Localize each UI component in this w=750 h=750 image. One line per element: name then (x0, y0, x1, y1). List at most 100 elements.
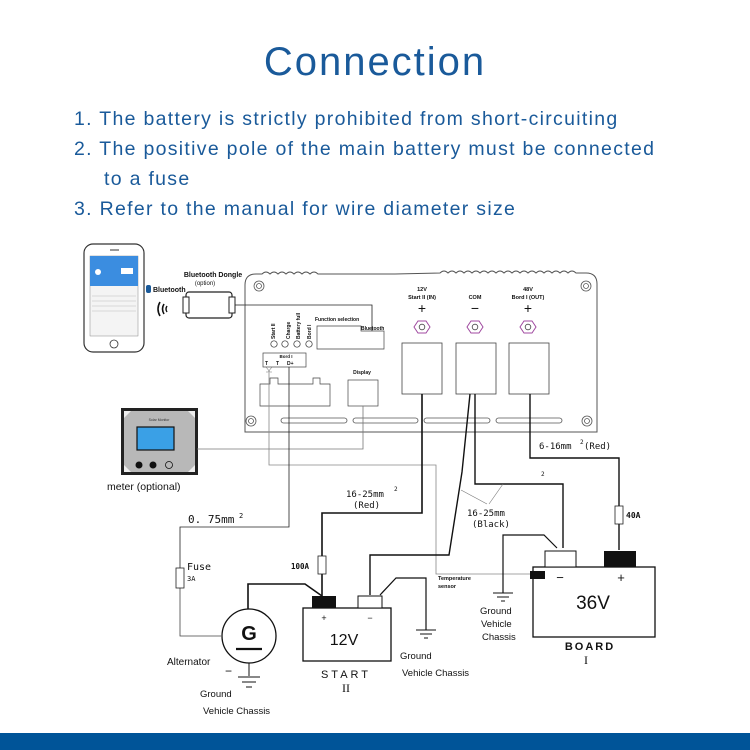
com-wire-board (474, 394, 564, 548)
alternator-wire (247, 583, 323, 612)
pin-t1: T (265, 361, 268, 367)
meter-button (149, 461, 157, 469)
com-wire-label: 16-25mm (467, 509, 505, 519)
chassis-label-alternator: Vehicle Chassis (203, 706, 270, 717)
fuse-100a-label: 100A (291, 562, 310, 571)
bluetooth-indicator: Bluetooth (146, 285, 186, 317)
ground-label-board: Ground (480, 606, 512, 617)
function-selection-label: Function selection (315, 317, 359, 323)
start-battery-numeral: II (342, 681, 350, 695)
fuse-100a (317, 555, 327, 575)
led-battery-full-indicator (293, 340, 301, 348)
dongle-title: Bluetooth Dongle (184, 272, 242, 279)
start-battery: + − 12V (302, 595, 392, 662)
start-battery-plus: + (321, 613, 326, 623)
wire-callout (460, 489, 488, 505)
footer-bar (0, 733, 750, 750)
ground-symbol-alternator (238, 676, 260, 688)
board-battery: − + 36V (530, 550, 656, 638)
terminal-block-title: Bord I (280, 354, 293, 359)
led-charge-indicator (281, 340, 289, 348)
mounting-hole (245, 415, 257, 427)
terminal-com-name: COM (469, 295, 482, 301)
terminal-start-name: Start II (IN) (408, 295, 436, 301)
mounting-hole (581, 415, 593, 427)
terminal-block (262, 352, 307, 368)
board-battery-name: BOARD (565, 641, 615, 653)
function-selection-switch (316, 325, 385, 350)
start-positive-wire (321, 394, 423, 556)
board-battery-numeral: I (584, 653, 588, 667)
signal-wire-sup: 2 (239, 512, 243, 520)
temperature-sensor-label: Temperature (438, 576, 471, 582)
chassis-label-board: Chassis (482, 632, 516, 643)
smartphone (83, 243, 145, 353)
start-battery-positive-terminal (312, 596, 336, 608)
fuse-40a (614, 505, 624, 525)
led-start-indicator (270, 340, 278, 348)
ground-symbol-board (493, 592, 513, 602)
vent-slot (495, 417, 563, 424)
ground-label-start: Ground (400, 651, 432, 662)
meter-cable (197, 406, 364, 450)
start-battery-voltage: 12V (330, 632, 359, 649)
led-label-bord: Bord I (307, 324, 313, 339)
temperature-sensor-label-2: sensor (438, 584, 457, 590)
display-port (347, 379, 379, 407)
signal-wire-d-plus (179, 367, 290, 568)
start-battery-minus: − (367, 613, 372, 623)
fuse-40a-label: 40A (626, 511, 641, 520)
bluetooth-dongle: Bluetooth Dongle (option) (182, 272, 245, 319)
board-battery-voltage: 36V (576, 593, 610, 614)
ground-label-alternator: Ground (200, 689, 232, 700)
page-title: Connection (263, 40, 487, 84)
meter-button (165, 461, 173, 469)
vent-slot (423, 417, 491, 424)
sun-icon (95, 269, 101, 275)
alternator-symbol: G (241, 623, 257, 645)
mounting-hole (253, 280, 265, 292)
terminal-bord-polarity: + (524, 300, 532, 316)
led-bord-indicator (305, 340, 313, 348)
board-battery-plus: + (617, 570, 625, 585)
mounting-hole (580, 280, 592, 292)
temperature-sensor-probe (530, 571, 545, 579)
board-battery-minus: − (556, 570, 564, 585)
pin-t2: T (276, 361, 279, 367)
home-button-icon (109, 339, 119, 349)
meter-button (135, 461, 143, 469)
note-3: 3. Refer to the manual for wire diameter… (74, 198, 517, 220)
ground-symbol-start (416, 629, 436, 639)
terminal-bord-name: Bord I (OUT) (512, 295, 545, 301)
wireless-waves-icon (157, 301, 161, 317)
instruction-list: 1. The battery is strictly prohibited fr… (74, 104, 655, 224)
vent-slot (352, 417, 419, 424)
start-wire-color: (Red) (353, 501, 380, 511)
board-wire-sup: 2 (580, 439, 584, 446)
display-port-label: Display (353, 370, 371, 376)
controller-unit: Start II Charge Battery full Bord I Func… (244, 270, 598, 433)
chassis-label-start: Vehicle Chassis (402, 668, 469, 679)
signal-wire-label: 0. 75mm (188, 513, 235, 526)
board-positive-wire (529, 394, 620, 506)
dongle-subtitle: (option) (195, 281, 215, 287)
com-wire-start (369, 393, 471, 595)
com-wire-color: (Black) (472, 520, 510, 530)
fuse-3a (175, 567, 185, 589)
terminal-nut-bord (519, 320, 537, 334)
terminal-start-polarity: + (418, 300, 426, 316)
com-wire-sup: 2 (541, 471, 545, 478)
connector-housing (259, 377, 331, 407)
note-2: 2. The positive pole of the main battery… (74, 138, 656, 160)
fuse-3a-label: Fuse (187, 562, 211, 573)
terminal-start-voltage: 12V (417, 287, 427, 293)
bluetooth-icon (146, 285, 151, 293)
temperature-sensor-wire (268, 372, 530, 575)
bluetooth-label: Bluetooth (153, 287, 186, 294)
start-wire-label: 16-25mm (346, 490, 384, 500)
vehicle-label-board: Vehicle (481, 619, 512, 630)
terminal-nut-start (413, 320, 431, 334)
meter-label: meter (optional) (107, 481, 181, 493)
start-battery-negative-terminal (357, 595, 383, 609)
alternator-label: Alternator (167, 657, 211, 668)
